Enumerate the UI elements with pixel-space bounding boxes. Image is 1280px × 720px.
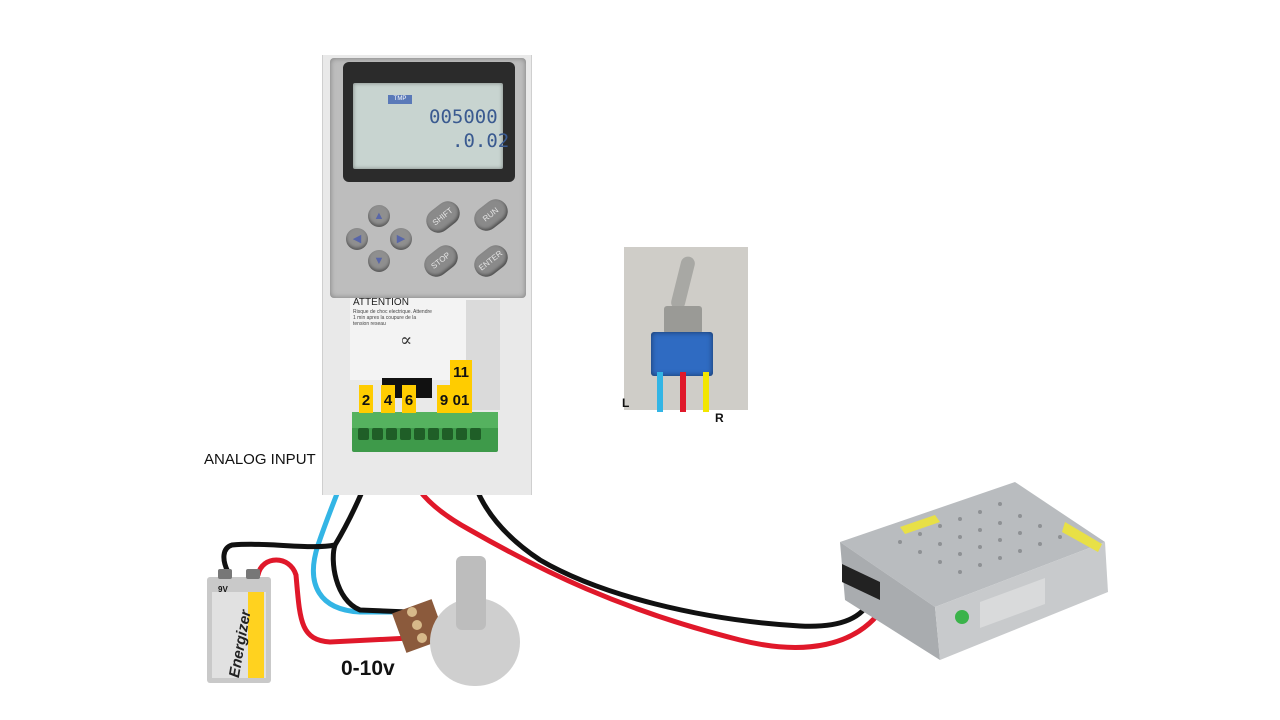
terminal-tag-11: 11 xyxy=(450,360,472,385)
down-arrow-key[interactable]: ▼ xyxy=(368,250,390,272)
toggle-switch-bushing xyxy=(664,306,702,334)
terminal-screw xyxy=(456,428,467,440)
terminal-tag-9: 9 xyxy=(437,385,451,413)
terminal-screw xyxy=(358,428,369,440)
terminal-screw xyxy=(442,428,453,440)
lcd-screen xyxy=(353,83,503,169)
terminal-tag-4: 4 xyxy=(381,385,395,413)
terminal-block-top xyxy=(352,412,498,428)
terminal-screw xyxy=(470,428,481,440)
toggle-switch-leads xyxy=(657,372,709,412)
terminal-tag-01: 01 xyxy=(450,385,472,413)
terminal-screw xyxy=(428,428,439,440)
terminal-screw xyxy=(386,428,397,440)
terminal-screw xyxy=(400,428,411,440)
battery-voltage: 9V xyxy=(218,585,228,594)
range-label: 0-10v xyxy=(341,657,395,680)
warning-symbol: ∝ xyxy=(400,330,413,351)
analog-input-label: ANALOG INPUT xyxy=(204,451,316,468)
terminal-tag-2: 2 xyxy=(359,385,373,413)
attention-title: ATTENTION xyxy=(353,297,409,308)
switch-left-label: L xyxy=(622,396,630,410)
lcd-reading-2: .0.02 xyxy=(452,130,510,152)
terminal-screw xyxy=(414,428,425,440)
black-wire-psu xyxy=(459,422,873,629)
lcd-reading-1: 005000 xyxy=(429,106,498,128)
potentiometer-pins xyxy=(407,607,427,643)
left-arrow-key[interactable]: ◀ xyxy=(346,228,368,250)
switch-right-label: R xyxy=(715,411,724,425)
battery-stripe xyxy=(248,592,264,678)
terminal-screw xyxy=(372,428,383,440)
red-wire-battery xyxy=(255,557,413,645)
power-supply xyxy=(840,482,1108,660)
right-arrow-key[interactable]: ▶ xyxy=(390,228,412,250)
potentiometer-shaft[interactable] xyxy=(456,556,486,630)
toggle-switch-body xyxy=(651,332,713,376)
terminal-tag-6: 6 xyxy=(402,385,416,413)
black-wire-battery xyxy=(221,541,338,575)
lcd-badge: TMP xyxy=(388,95,412,104)
up-arrow-key[interactable]: ▲ xyxy=(368,205,390,227)
attention-text: Risque de choc electrique. Attendre 1 mi… xyxy=(353,309,432,327)
battery-terminals xyxy=(218,569,260,579)
